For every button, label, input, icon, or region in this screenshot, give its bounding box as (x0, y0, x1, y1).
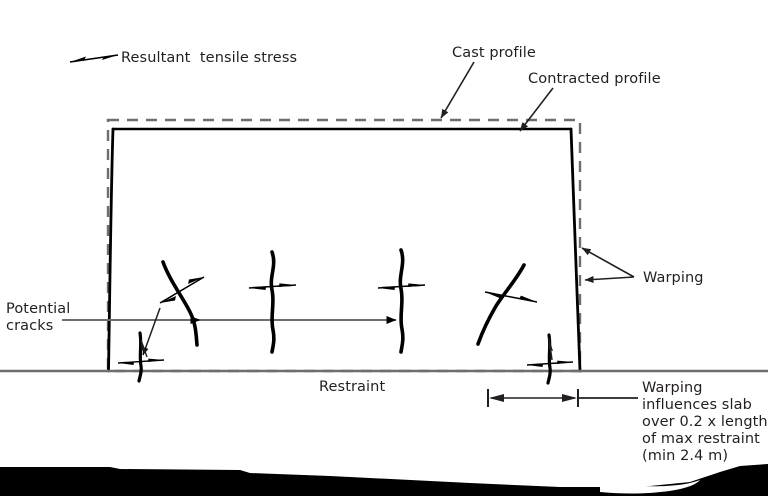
warping-leader-icon (581, 247, 635, 283)
legend-label-resultant-tensile-stress: Resultant tensile stress (121, 50, 298, 66)
dimension-warping-length (487, 389, 579, 407)
warping-uplift-arrow-left (140, 307, 161, 358)
cast-profile-outline (106, 118, 582, 373)
warping-marker-right (526, 333, 574, 385)
stress-arrow-4 (484, 291, 538, 303)
stress-arrow-2 (248, 283, 297, 290)
crack-mark-3 (377, 248, 426, 354)
label-restraint: Restraint (319, 379, 386, 395)
label-contracted-profile: Contracted profile (528, 71, 661, 87)
stress-arrow-3 (377, 283, 426, 290)
label-potential-cracks: Potential cracks (6, 301, 71, 334)
label-warping: Warping (643, 270, 704, 286)
label-cast-profile: Cast profile (452, 45, 536, 61)
crack-mark-1 (159, 260, 205, 347)
cast-profile-leader-icon (440, 61, 475, 119)
legend-double-arrow-icon (69, 54, 119, 63)
crack-mark-4 (476, 263, 538, 346)
scan-artifact-band (0, 464, 768, 496)
stress-arrow-1 (159, 276, 205, 304)
crack-mark-2 (248, 250, 297, 354)
label-warping-influence-note: Warping influences slab over 0.2 x lengt… (642, 380, 768, 464)
warping-marker-left (117, 307, 165, 383)
warping-uplift-arrow-right (548, 337, 553, 361)
contracted-profile-leader-icon (519, 87, 554, 132)
contracted-profile-outline (107, 127, 582, 373)
